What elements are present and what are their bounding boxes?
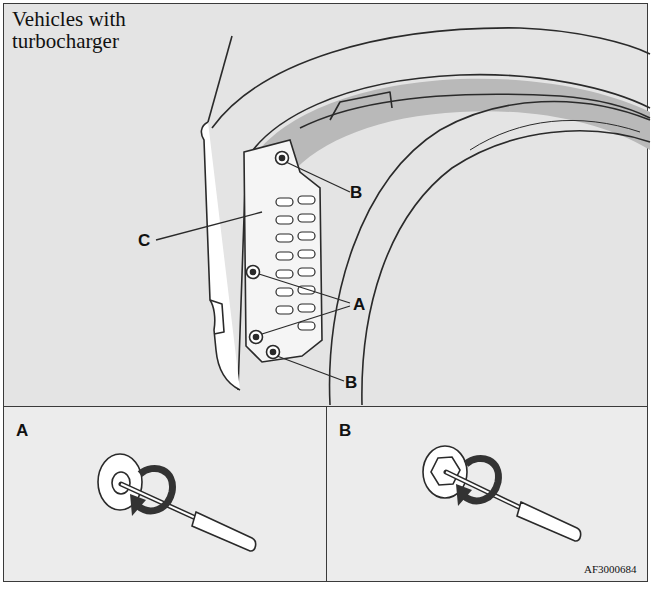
detail-panel: A (3, 406, 327, 582)
callout-letter: B (345, 373, 357, 393)
panel-heading: B (339, 421, 351, 441)
callout-letter: C (138, 231, 150, 251)
callout-letter: B (350, 183, 362, 203)
illustration-panel: Vehicles with turbocharger (3, 3, 648, 407)
panel-heading: Vehicles with turbocharger (12, 8, 162, 52)
figure-code: AF3000684 (584, 563, 637, 575)
callout-letter: A (353, 295, 365, 315)
panel-heading: A (16, 421, 28, 441)
detail-panel: B (326, 406, 648, 582)
